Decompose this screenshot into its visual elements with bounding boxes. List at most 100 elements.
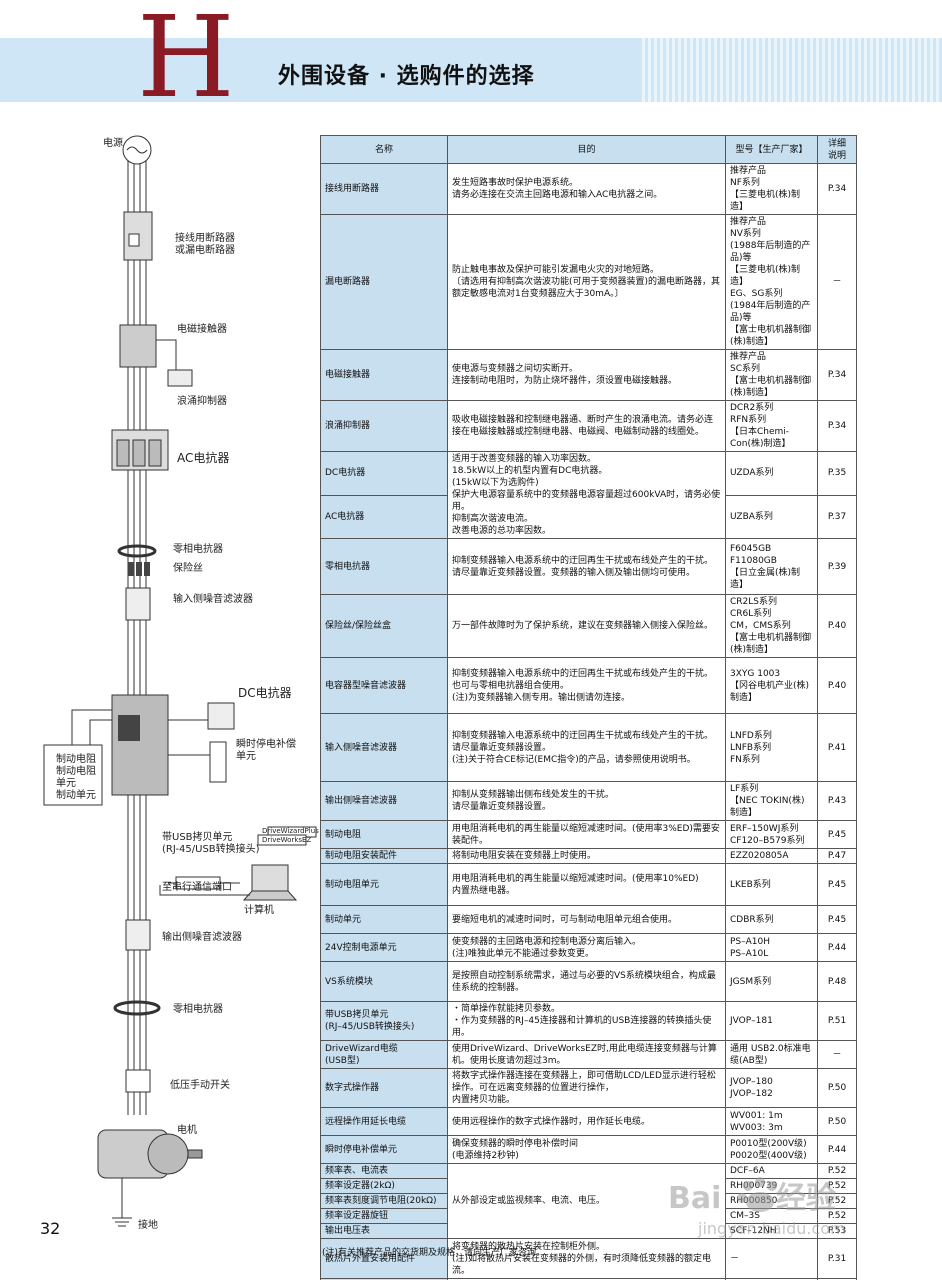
cell-purpose: 抑制变频器输入电源系统中的迂回再生干扰或布线处产生的干扰。也可与零相电抗器组合使… xyxy=(447,657,726,714)
cell-purpose: 发生短路事故时保护电源系统。 请务必连接在交流主回路电源和输入AC电抗器之间。 xyxy=(447,163,726,215)
label-power: 电源 xyxy=(103,138,123,149)
label-zero-phase: 零相电抗器 xyxy=(173,544,223,555)
cell-name: 制动电阻 xyxy=(320,820,448,849)
label-braking: 制动电阻 制动电阻 单元 制动单元 xyxy=(56,754,96,801)
cell-model: F6045GB F11080GB 【日立金属(株)制造】 xyxy=(725,538,818,595)
cell-purpose: 抑制从变频器输出侧布线处发生的干扰。 请尽量靠近变频器设置。 xyxy=(447,781,726,821)
cell-name: 浪涌抑制器 xyxy=(320,400,448,452)
cell-purpose: 抑制变频器输入电源系统中的迂回再生干扰或布线处产生的干扰。请尽量靠近变频器设置。… xyxy=(447,713,726,782)
label-dc-reactor: DC电抗器 xyxy=(238,686,292,700)
cell-name: VS系统模块 xyxy=(320,961,448,1002)
table-row: 远程操作用延长电缆使用远程操作的数字式操作器时，用作延长电缆。WV001: 1m… xyxy=(320,1107,857,1136)
cell-page-ref: P.35 xyxy=(817,451,857,496)
table-row: 输入侧噪音滤波器抑制变频器输入电源系统中的迂回再生干扰或布线处产生的干扰。请尽量… xyxy=(320,713,857,782)
computer-icon xyxy=(251,864,289,892)
cell-model: 通用 USB2.0标准电缆(AB型) xyxy=(725,1040,818,1069)
header-band xyxy=(0,38,942,102)
table-row: 漏电断路器防止触电事故及保护可能引发漏电火灾的对地短路。 〔请选用有抑制高次谐波… xyxy=(320,214,857,350)
label-momentary: 瞬时停电补偿 单元 xyxy=(236,739,296,762)
cell-name: 输出电压表 xyxy=(320,1223,448,1239)
label-breaker: 接线用断路器 或漏电断路器 xyxy=(175,233,235,256)
cell-name: 制动电阻单元 xyxy=(320,863,448,906)
label-output-filter: 输出侧噪音滤波器 xyxy=(162,932,242,943)
cell-page-ref: P.45 xyxy=(817,905,857,934)
cell-name: 电容器型噪音滤波器 xyxy=(320,657,448,714)
label-lv-switch: 低压手动开关 xyxy=(170,1080,230,1091)
cell-name: 零相电抗器 xyxy=(320,538,448,595)
cell-purpose: 用电阻消耗电机的再生能量以缩短减速时间。(使用率3%ED)需要安装配件。 xyxy=(447,820,726,849)
cell-page-ref: P.52 xyxy=(817,1178,857,1194)
ground-icon xyxy=(112,1178,132,1227)
col-header-name: 名称 xyxy=(320,135,448,164)
cell-name: 接线用断路器 xyxy=(320,163,448,215)
cell-name: DriveWizard电缆 (USB型) xyxy=(320,1040,448,1069)
section-letter: H xyxy=(137,0,235,123)
table-row: 带USB拷贝单元 (RJ–45/USB转换接头)・简单操作就能拷贝参数。 ・作为… xyxy=(320,1001,857,1041)
cell-page-ref: P.40 xyxy=(817,657,857,714)
cell-model: 3XYG 1003 【冈谷电机产业(株)制造】 xyxy=(725,657,818,714)
table-row: 保险丝/保险丝盒万一部件故障时为了保护系统，建议在变频器输入侧接入保险丝。CR2… xyxy=(320,594,857,658)
cell-page-ref: － xyxy=(817,1278,857,1280)
cell-model: EZZ020805A xyxy=(725,848,818,864)
cell-page-ref: P.44 xyxy=(817,1135,857,1164)
cell-model: CDBR系列 xyxy=(725,905,818,934)
col-header-page: 详细 说明 xyxy=(817,135,857,164)
cell-page-ref: P.34 xyxy=(817,163,857,215)
label-ac-reactor: AC电抗器 xyxy=(177,451,230,465)
cell-purpose: 防止触电事故及保护可能引发漏电火灾的对地短路。 〔请选用有抑制高次谐波功能(可用… xyxy=(447,214,726,350)
cell-name: 输出侧噪音滤波器 xyxy=(320,781,448,821)
label-surge: 浪涌抑制器 xyxy=(177,396,227,407)
page-number: 32 xyxy=(40,1219,61,1238)
cell-page-ref: － xyxy=(817,214,857,350)
cell-name: 频率设定器旋钮 xyxy=(320,1208,448,1224)
cell-name: 制动单元 xyxy=(320,905,448,934)
table-row: 零相电抗器抑制变频器输入电源系统中的迂回再生干扰或布线处产生的干扰。 请尽量靠近… xyxy=(320,538,857,595)
cell-page-ref: P.34 xyxy=(817,349,857,401)
table-row: 电容器型噪音滤波器抑制变频器输入电源系统中的迂回再生干扰或布线处产生的干扰。也可… xyxy=(320,657,857,714)
cell-model: JVOP–181 xyxy=(725,1001,818,1041)
options-table: 名称 目的 型号【生产厂家】 详细 说明 接线用断路器发生短路事故时保护电源系统… xyxy=(320,135,857,1280)
svg-text:jingyan.baidu.com: jingyan.baidu.com xyxy=(697,1219,846,1238)
table-row: 制动电阻用电阻消耗电机的再生能量以缩短减速时间。(使用率3%ED)需要安装配件。… xyxy=(320,820,857,849)
svg-text:经验: 经验 xyxy=(776,1181,836,1216)
contactor-icon xyxy=(119,324,157,368)
cell-purpose: 吸收电磁接触器和控制继电器通、断时产生的浪涌电流。请务必连接在电磁接触器或控制继… xyxy=(447,400,726,452)
cell-purpose: 万一部件故障时为了保护系统，建议在变频器输入侧接入保险丝。 xyxy=(447,594,726,658)
table-row: 数字式操作器将数字式操作器连接在变频器上，即可借助LCD/LED显示进行轻松操作… xyxy=(320,1068,857,1108)
cell-purpose: 是按照自动控制系统需求，通过与必要的VS系统模块组合，构成最佳系统的控制器。 xyxy=(447,961,726,1002)
cell-model: UZBA系列 xyxy=(725,494,818,539)
cell-purpose: 用电阻消耗电机的再生能量以缩短减速时间。(使用率10%ED) 内置热继电器。 xyxy=(447,863,726,906)
table-row: 输出侧噪音滤波器抑制从变频器输出侧布线处发生的干扰。 请尽量靠近变频器设置。LF… xyxy=(320,781,857,821)
cell-purpose: 将数字式操作器连接在变频器上，即可借助LCD/LED显示进行轻松操作。可在远离变… xyxy=(447,1068,726,1108)
cell-purpose: 确保变频器的瞬时停电补偿时间 (电源维持2秒钟) xyxy=(447,1135,726,1164)
footnote: (注)有关推荐产品的交货期及规格，请向生产厂家咨询。 xyxy=(322,1248,546,1258)
cell-name: 频率设定器(2kΩ) xyxy=(320,1178,448,1194)
cell-name: DC电抗器 xyxy=(320,451,448,496)
table-row: DriveWizard电缆 (USB型)使用DriveWizard、DriveW… xyxy=(320,1040,857,1069)
cell-purpose: 适用于改善变频器的输入功率因数。 18.5kW以上的机型内置有DC电抗器。 (1… xyxy=(447,451,726,539)
cell-purpose: 抑制变频器输入电源系统中的迂回再生干扰或布线处产生的干扰。 请尽量靠近变频器设置… xyxy=(447,538,726,595)
col-header-purpose: 目的 xyxy=(447,135,726,164)
baidu-watermark-logo: Bai 经验 jingyan.baidu.com xyxy=(668,1177,846,1238)
cell-page-ref: P.34 xyxy=(817,400,857,452)
cell-model: JVOP–180 JVOP–182 xyxy=(725,1068,818,1108)
svg-text:Bai: Bai xyxy=(668,1181,721,1216)
cell-name: 瞬时停电补偿单元 xyxy=(320,1135,448,1164)
dc-reactor-icon xyxy=(207,702,235,730)
label-motor: 电机 xyxy=(177,1125,197,1136)
label-contactor: 电磁接触器 xyxy=(177,324,227,335)
cell-page-ref: P.39 xyxy=(817,538,857,595)
braking-unit-box xyxy=(43,744,103,806)
cell-name: 数字式操作器 xyxy=(320,1068,448,1108)
cell-model: WV001: 1m WV003: 3m xyxy=(725,1107,818,1136)
cell-name: 散热片外置安装用配件 xyxy=(320,1238,448,1279)
cell-model: UZDA系列 xyxy=(725,451,818,496)
table-row: 制动电阻单元用电阻消耗电机的再生能量以缩短减速时间。(使用率10%ED) 内置热… xyxy=(320,863,857,906)
cell-purpose: 使电源与变频器之间切实断开。 连接制动电阻时，为防止烧坏器件，须设置电磁接触器。 xyxy=(447,349,726,401)
options-table-wrap: 名称 目的 型号【生产厂家】 详细 说明 接线用断路器发生短路事故时保护电源系统… xyxy=(320,135,857,1280)
